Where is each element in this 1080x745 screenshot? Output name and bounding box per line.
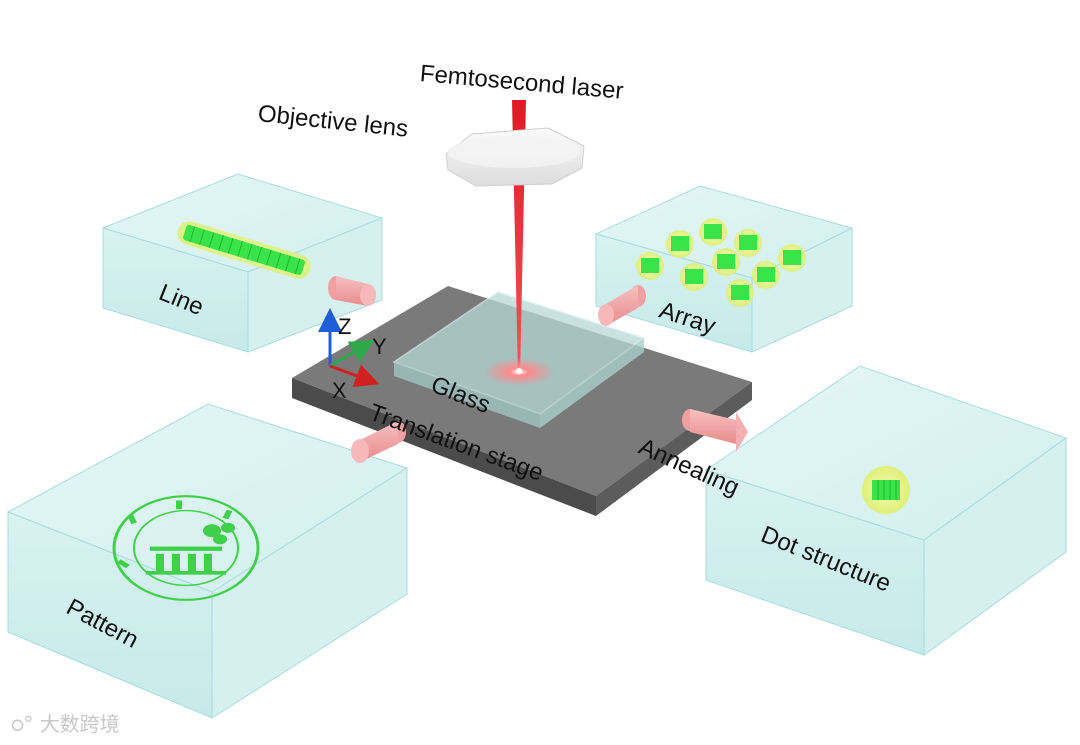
z-axis-label: Z bbox=[338, 314, 352, 339]
y-axis-label: Y bbox=[372, 334, 387, 359]
coordinate-axes bbox=[318, 308, 380, 388]
array-structure bbox=[636, 218, 806, 307]
watermark: ഠ° 大数跨境 bbox=[10, 708, 120, 737]
x-axis-label: X bbox=[332, 378, 347, 403]
watermark-icon: ഠ° bbox=[10, 712, 34, 736]
line-sample-box bbox=[101, 173, 384, 353]
arrow-to-dot bbox=[682, 409, 748, 452]
arrow-to-pattern bbox=[351, 421, 406, 463]
array-sample-box bbox=[594, 185, 854, 353]
pattern-sample-box bbox=[6, 403, 409, 719]
watermark-text: 大数跨境 bbox=[39, 712, 120, 736]
arrow-to-array bbox=[598, 285, 646, 326]
arrow-to-line bbox=[328, 276, 376, 306]
line-structure bbox=[177, 221, 311, 279]
dot-structure bbox=[862, 466, 910, 514]
dot-sample-box bbox=[704, 365, 1068, 656]
y-axis bbox=[329, 339, 375, 368]
objective-lens bbox=[445, 127, 585, 187]
university-seal-pattern bbox=[112, 495, 260, 601]
x-axis bbox=[329, 364, 380, 388]
